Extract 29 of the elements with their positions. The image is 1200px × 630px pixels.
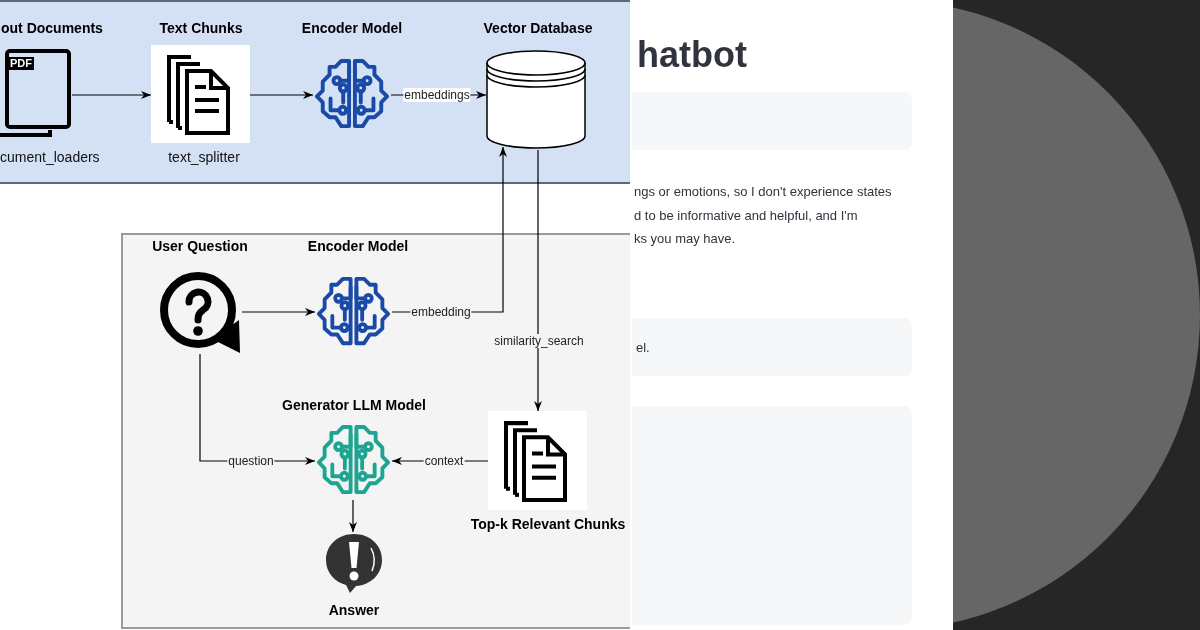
arrow <box>241 308 316 316</box>
group-panel <box>0 0 630 184</box>
edge-label: embedding <box>410 305 472 319</box>
arrow <box>71 91 152 99</box>
arrow <box>249 91 314 99</box>
node-title: Encoder Model <box>301 19 403 37</box>
node-caption: text_splitter <box>168 148 240 166</box>
node-title: Answer <box>328 601 380 619</box>
arrow <box>349 499 357 533</box>
arrow <box>534 149 542 412</box>
node-title: out Documents <box>1 19 103 37</box>
edge-label: question <box>227 454 275 468</box>
edge-label: embeddings <box>403 88 471 102</box>
node-title: Text Chunks <box>159 19 243 37</box>
edge-label: context <box>423 454 465 468</box>
node-title: Vector Database <box>483 19 593 37</box>
group-panel <box>121 233 630 629</box>
page-title: hatbot <box>637 33 747 77</box>
message-text: ngs or emotions, so I don't experience states <box>634 183 892 201</box>
node-title: Encoder Model <box>307 237 409 255</box>
message-text: el. <box>636 339 650 357</box>
file-type-tag: PDF <box>8 57 34 70</box>
message-text: ks you may have. <box>634 230 736 248</box>
node-title: Top-k Relevant Chunks <box>470 515 626 533</box>
node-title: User Question <box>152 237 248 255</box>
message-text: d to be informative and helpful, and I'm <box>634 207 858 225</box>
edge-label: similarity_search <box>493 334 585 348</box>
node-caption: cument_loaders <box>0 148 100 166</box>
node-title: Generator LLM Model <box>282 396 426 414</box>
